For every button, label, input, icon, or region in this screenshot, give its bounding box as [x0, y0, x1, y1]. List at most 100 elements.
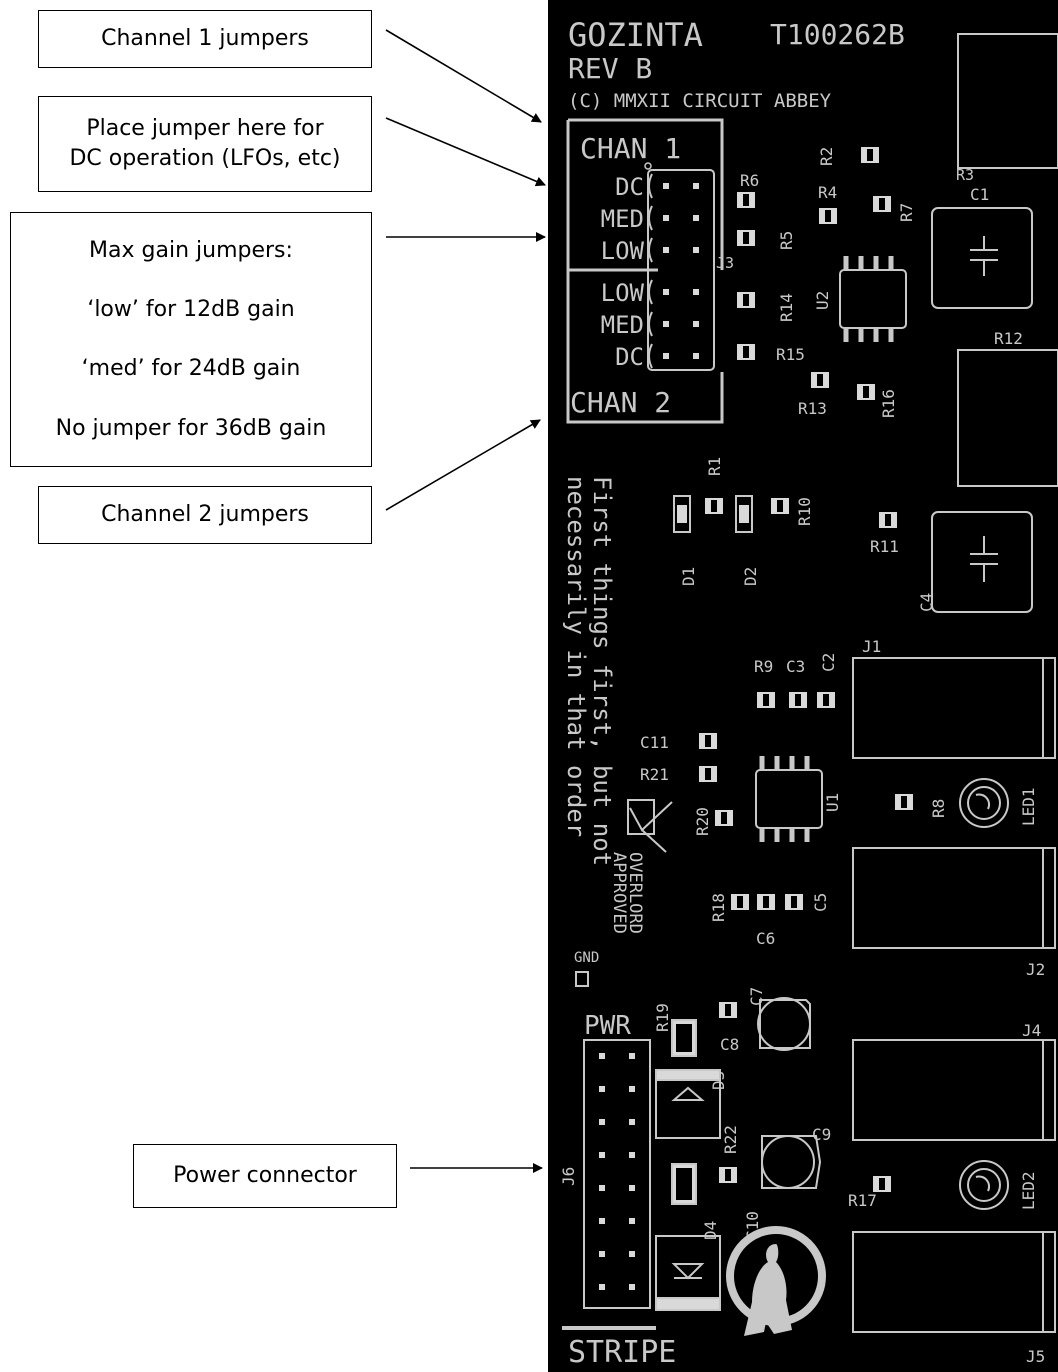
pwr-label: PWR: [584, 1011, 631, 1041]
stripe-label: STRIPE: [568, 1335, 676, 1370]
arrow-channel1: [385, 29, 542, 123]
callout-dc-line1: Place jumper here for: [86, 116, 324, 142]
label-r8: R8: [929, 799, 948, 818]
power-header-pin: [599, 1086, 605, 1092]
callout-channel1: Channel 1 jumpers: [38, 10, 372, 68]
label-r21: R21: [640, 765, 669, 784]
label-c9: C9: [812, 1125, 831, 1144]
electrolytic-caps: [757, 997, 822, 1189]
jumper-row-bracket: [648, 237, 653, 263]
power-header-pin: [599, 1284, 605, 1290]
jumper-row-label: MED: [601, 205, 644, 233]
label-u1: U1: [823, 793, 842, 812]
label-r19: R19: [653, 1003, 672, 1032]
label-d2: D2: [741, 567, 760, 586]
callout-channel1-text: Channel 1 jumpers: [101, 26, 309, 52]
capacitor-boxes: [931, 207, 1058, 613]
label-led1: LED1: [1019, 787, 1038, 826]
label-c2: C2: [819, 653, 838, 672]
power-header-pin: [629, 1251, 635, 1257]
board-background: [548, 0, 1058, 1372]
jumper-row-bracket: [648, 279, 653, 305]
chan1-label: CHAN 1: [580, 132, 681, 165]
power-header-pin: [599, 1119, 605, 1125]
label-r6: R6: [740, 171, 759, 190]
power-header-pin: [599, 1152, 605, 1158]
label-r7: R7: [897, 203, 916, 222]
overlord-approved-stamp: OVERLORD APPROVED: [609, 799, 673, 934]
label-r14: R14: [777, 293, 796, 322]
jumper-pin: [663, 289, 669, 295]
power-header-j6: PWR STRIPE: [562, 1011, 676, 1370]
power-header-pin: [629, 1086, 635, 1092]
label-c3: C3: [786, 657, 805, 676]
power-header-pin: [599, 1218, 605, 1224]
label-c8: C8: [720, 1035, 739, 1054]
ic-packages: [755, 256, 907, 842]
label-led2: LED2: [1019, 1171, 1038, 1210]
motto-line1: First things first, but not: [588, 476, 616, 866]
power-header-pin: [629, 1152, 635, 1158]
callout-dc-line2: DC operation (LFOs, etc): [69, 146, 341, 171]
jumper-row-label: DC: [615, 343, 644, 371]
jumper-pin: [663, 321, 669, 327]
pcb-board: GOZINTA T100262B REV B (C) MMXII CIRCUIT…: [548, 0, 1058, 1372]
power-header-pin: [629, 1185, 635, 1191]
label-r17: R17: [848, 1191, 877, 1210]
power-header-pin: [629, 1053, 635, 1059]
label-c6: C6: [756, 929, 775, 948]
jumper-pin: [663, 247, 669, 253]
label-r11: R11: [870, 537, 899, 556]
power-header-pin: [599, 1251, 605, 1257]
label-r5: R5: [777, 231, 796, 250]
jumper-pin: [663, 215, 669, 221]
label-r3: R3: [956, 166, 974, 184]
label-c1: C1: [970, 185, 989, 204]
callout-power: Power connector: [133, 1144, 397, 1208]
callout-channel2: Channel 2 jumpers: [38, 486, 372, 544]
label-r15: R15: [776, 345, 805, 364]
callout-channel2-text: Channel 2 jumpers: [101, 502, 309, 528]
label-r1: R1: [705, 457, 724, 476]
jumper-row-bracket: [648, 343, 653, 369]
jumper-row-label: DC: [615, 173, 644, 201]
board-revision: REV B: [568, 52, 652, 85]
callout-gain-title: Max gain jumpers:: [89, 237, 293, 263]
overlord-line1: OVERLORD: [625, 852, 645, 934]
jumper-pin: [693, 183, 699, 189]
jumper-pin: [693, 321, 699, 327]
motto-text: First things first, but not necessarily …: [562, 476, 616, 866]
label-j4: J4: [1022, 1021, 1041, 1040]
callout-dc-operation: Place jumper here for DC operation (LFOs…: [38, 96, 372, 192]
power-header-pin: [599, 1185, 605, 1191]
label-c5: C5: [811, 893, 830, 912]
leds: [959, 778, 1009, 1210]
power-header-pin: [629, 1119, 635, 1125]
audio-jacks: [852, 657, 1056, 1333]
jumper-block-j3: CHAN 1 CHAN 2 J3: [566, 118, 734, 424]
label-r12: R12: [994, 329, 1023, 348]
label-r18: R18: [709, 893, 728, 922]
abbey-monk-logo: [726, 1226, 826, 1336]
power-header-pin: [599, 1053, 605, 1059]
arrow-channel2: [385, 419, 541, 511]
jumper-pin: [663, 183, 669, 189]
power-section-parts: [655, 1019, 721, 1311]
board-part-number: T100262B: [770, 18, 905, 51]
label-r9: R9: [754, 657, 773, 676]
board-title: GOZINTA: [568, 16, 703, 54]
label-j1: J1: [862, 637, 881, 656]
diodes-d1-d2: [673, 495, 753, 533]
jumper-row-label: MED: [601, 311, 644, 339]
jumper-row-label: LOW: [601, 279, 645, 307]
jumper-pin: [663, 353, 669, 359]
callout-power-text: Power connector: [173, 1163, 357, 1189]
label-d1: D1: [679, 567, 698, 586]
label-r2: R2: [817, 147, 836, 166]
overlord-line2: APPROVED: [609, 852, 629, 934]
jumper-row-bracket: [648, 311, 653, 337]
label-gnd: GND: [574, 950, 599, 966]
chan2-label: CHAN 2: [570, 386, 671, 419]
power-header-pin: [629, 1218, 635, 1224]
label-r22: R22: [721, 1125, 740, 1154]
